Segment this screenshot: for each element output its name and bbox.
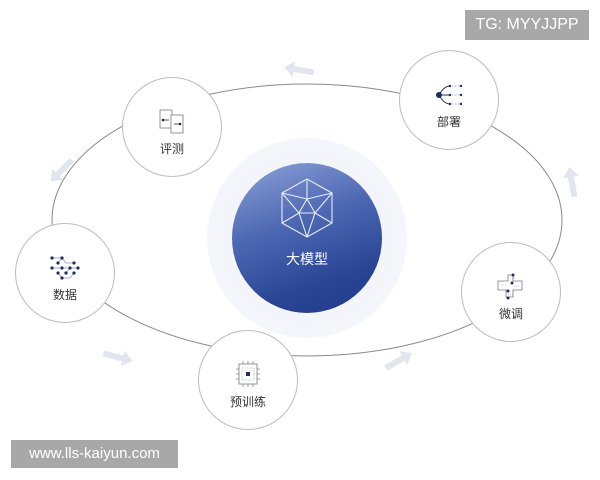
flow-arrow-icon: [384, 351, 412, 371]
flow-arrow-icon: [563, 167, 579, 198]
document-compare-icon: [159, 109, 184, 134]
stage-node-data: 数据: [15, 223, 115, 323]
stage-node-pretrain: 预训练: [198, 330, 298, 430]
flow-arrow-icon: [284, 61, 315, 77]
stage-label: 数据: [52, 288, 77, 302]
stage-label: 评测: [159, 142, 184, 156]
watermark-top-right: TG: MYYJJPP: [465, 10, 589, 40]
flow-arrow-icon: [102, 350, 133, 367]
stage-node-deploy: 部署: [399, 50, 499, 150]
flow-arrow-icon: [50, 157, 75, 182]
stage-label: 微调: [498, 307, 523, 321]
stage-node-evaluate: 评测: [122, 77, 222, 177]
chip-icon: [236, 361, 260, 387]
data-nodes-icon: [50, 256, 80, 280]
center-node-llm: 大模型: [232, 163, 382, 313]
branch-tree-icon: [436, 84, 463, 106]
watermark-bottom-left: www.lls-kaiyun.com: [11, 440, 178, 468]
stage-label: 预训练: [229, 395, 266, 409]
cube-wireframe-icon: [281, 178, 333, 238]
stage-label: 部署: [436, 115, 461, 129]
circuit-path-icon: [497, 273, 523, 300]
center-label: 大模型: [286, 252, 328, 268]
stage-node-finetune: 微调: [461, 242, 561, 342]
